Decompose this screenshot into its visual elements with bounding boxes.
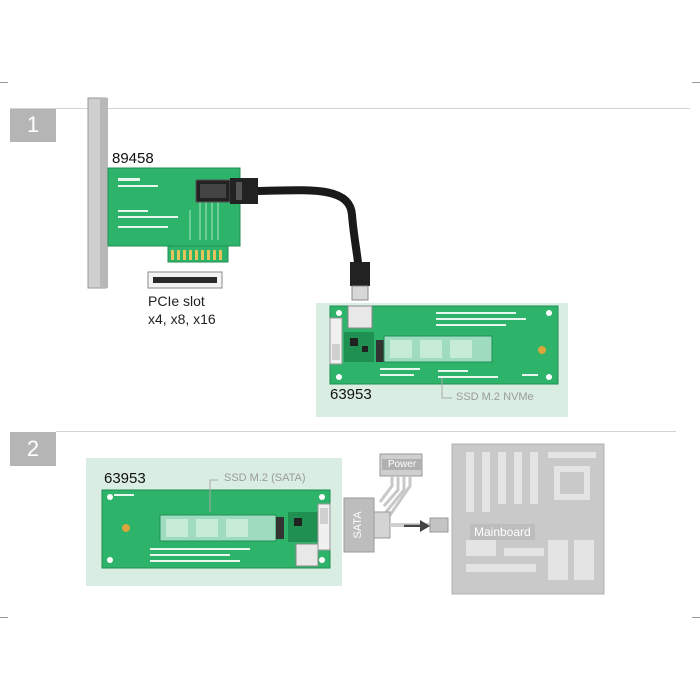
m2-adapter-icon (101, 489, 331, 569)
step-2-divider (56, 431, 676, 432)
m2-ssd-icon (159, 514, 277, 542)
mainboard-icon (451, 443, 605, 595)
step-1-divider (10, 108, 690, 109)
m2-adapter-icon (329, 305, 559, 385)
pcie-slot-label-line-1: PCIe slot (148, 293, 205, 309)
ssd-nvme-callout-line (441, 378, 452, 399)
sata-arrow-icon (404, 520, 430, 532)
power-label: Power (382, 459, 422, 470)
m2-ssd-icon (383, 335, 493, 363)
sff-cable-icon (230, 178, 370, 301)
pcie-slot-icon (147, 271, 223, 289)
card-model-label: 89458 (112, 150, 154, 167)
sata-connector-icon (343, 497, 449, 553)
ssd-sata-label: SSD M.2 (SATA) (224, 472, 306, 484)
sata-label: SATA (352, 511, 364, 539)
adapter-model-label-2: 63953 (104, 470, 146, 487)
mainboard-label: Mainboard (470, 524, 535, 540)
pcie-slot-label-line-2: x4, x8, x16 (148, 311, 216, 327)
step-2-badge: 2 (10, 432, 56, 466)
adapter-model-label-1: 63953 (330, 386, 372, 403)
pcie-card-icon (87, 97, 241, 289)
pcie-slot-label: PCIe slot x4, x8, x16 (148, 292, 216, 328)
ssd-sata-callout-line (209, 479, 218, 512)
step-1-badge: 1 (10, 108, 56, 142)
ssd-nvme-label: SSD M.2 NVMe (456, 391, 534, 403)
diagram-frame (0, 82, 700, 618)
